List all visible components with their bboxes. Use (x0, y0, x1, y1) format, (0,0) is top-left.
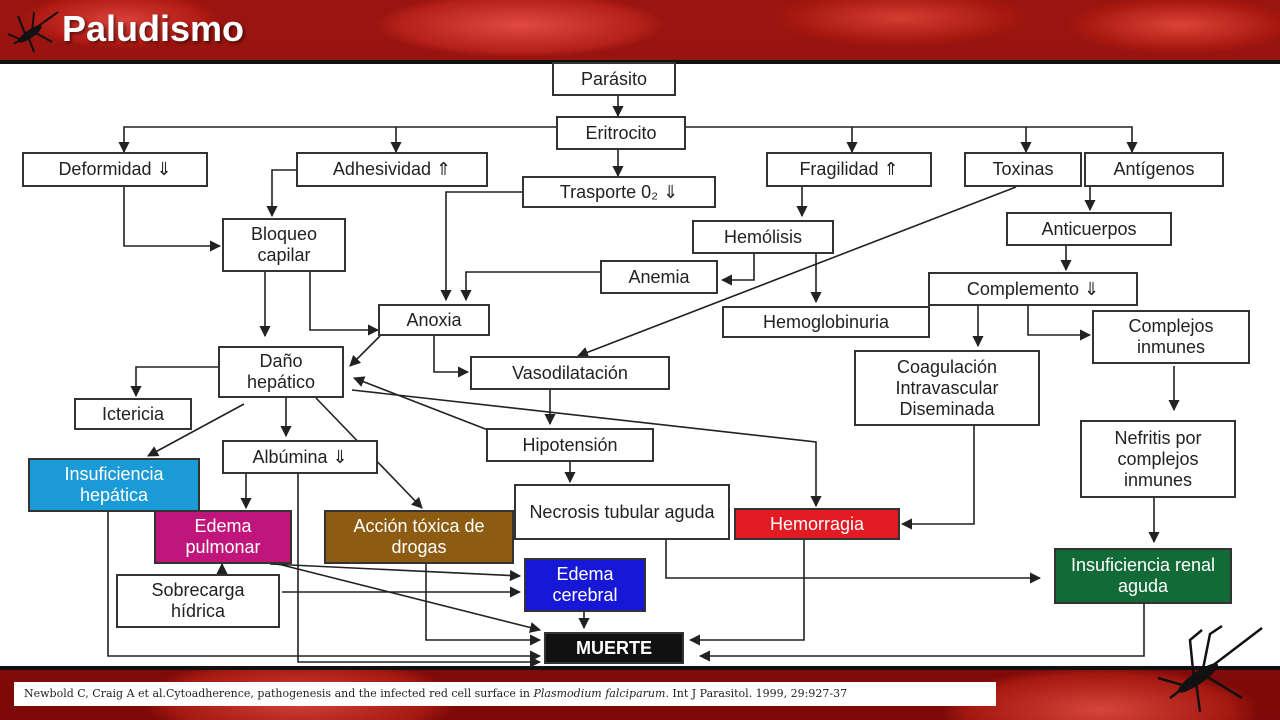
node-parasito: Parásito (552, 62, 676, 96)
node-insuficiencia-renal: Insuficiencia renal aguda (1054, 548, 1232, 604)
node-necrosis: Necrosis tubular aguda (514, 484, 730, 540)
node-fragilidad: Fragilidad ⇑ (766, 152, 932, 187)
node-coagulacion: Coagulación Intravascular Diseminada (854, 350, 1040, 426)
node-insuficiencia-hepatica: Insuficiencia hepática (28, 458, 200, 512)
mosquito-icon (1157, 624, 1263, 713)
node-sobrecarga: Sobrecarga hídrica (116, 574, 280, 628)
node-edema-cerebral: Edema cerebral (524, 558, 646, 612)
node-hipotension: Hipotensión (486, 428, 654, 462)
node-albumina: Albúmina ⇓ (222, 440, 378, 474)
node-nefritis: Nefritis por complejos inmunes (1080, 420, 1236, 498)
node-toxinas: Toxinas (964, 152, 1082, 187)
node-accion-toxica: Acción tóxica de drogas (324, 510, 514, 564)
citation-italic: Plasmodium falciparum (533, 687, 666, 700)
citation: Newbold C, Craig A et al.Cytoadherence, … (14, 682, 996, 706)
node-edema-pulmonar: Edema pulmonar (154, 510, 292, 564)
node-complejos: Complejos inmunes (1092, 310, 1250, 364)
node-deformidad: Deformidad ⇓ (22, 152, 208, 187)
node-bloqueo: Bloqueo capilar (222, 218, 346, 272)
citation-text: Newbold C, Craig A et al.Cytoadherence, … (24, 687, 534, 700)
node-ictericia: Ictericia (74, 398, 192, 430)
node-hemoglobinuria: Hemoglobinuria (722, 306, 930, 338)
node-trasporte: Trasporte 0₂ ⇓ (522, 176, 716, 208)
node-adhesividad: Adhesividad ⇑ (296, 152, 488, 187)
node-eritrocito: Eritrocito (556, 116, 686, 150)
citation-tail: . Int J Parasitol. 1999, 29:927-37 (665, 687, 848, 700)
node-muerte: MUERTE (544, 632, 684, 664)
node-vasodilatacion: Vasodilatación (470, 356, 670, 390)
page-title: Paludismo (62, 8, 245, 49)
node-hemolisis: Hemólisis (692, 220, 834, 254)
node-anticuerpos: Anticuerpos (1006, 212, 1172, 246)
node-hemorragia: Hemorragia (734, 508, 900, 540)
node-dano: Daño hepático (218, 346, 344, 398)
node-antigenos: Antígenos (1084, 152, 1224, 187)
node-anemia: Anemia (600, 260, 718, 294)
node-complemento: Complemento ⇓ (928, 272, 1138, 306)
node-anoxia: Anoxia (378, 304, 490, 336)
mosquito-icon (7, 11, 59, 53)
